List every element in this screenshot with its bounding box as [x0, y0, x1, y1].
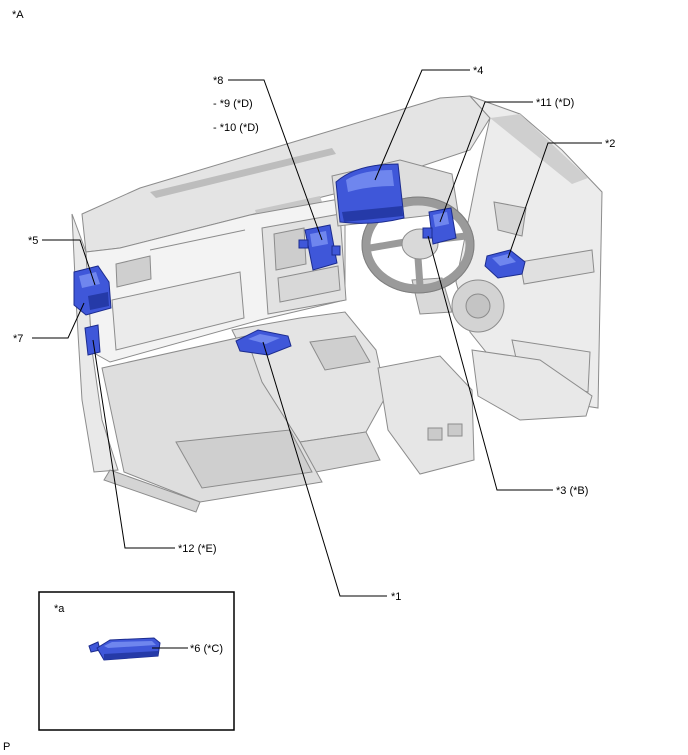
climate-panel: [277, 265, 341, 303]
door-armrest: [519, 249, 595, 285]
callout-10: - *10 (*D): [213, 122, 259, 134]
component-6: [88, 637, 161, 661]
callout-5: *5: [28, 235, 38, 247]
shifter-area: [309, 335, 371, 371]
door-speaker-center: [465, 293, 491, 319]
callout-3: *3 (*B): [556, 485, 588, 497]
callout-9: - *9 (*D): [213, 98, 253, 110]
floor-sill: [103, 469, 201, 513]
component-2: [484, 249, 526, 279]
leader-line-2: [507, 142, 602, 259]
leader-line-5: [42, 239, 96, 286]
defroster-strip: [150, 148, 336, 198]
callout-4: *4: [473, 65, 483, 77]
callout-8: *8: [213, 75, 223, 87]
console-port-right: [447, 423, 463, 437]
figure-id-label: *A: [12, 9, 24, 21]
leader-line-4: [374, 69, 470, 181]
callout-6: *6 (*C): [190, 643, 223, 655]
callout-7: *7: [13, 333, 23, 345]
leader-lines: [32, 69, 602, 597]
inset-frame: [38, 591, 235, 731]
glove-box: [111, 271, 245, 351]
component-3: [422, 227, 433, 239]
door-window-edge: [490, 114, 588, 184]
steering-wheel: [361, 196, 475, 294]
door-handle: [493, 201, 527, 237]
console-port-left: [427, 427, 443, 441]
inset-label: *a: [54, 603, 65, 615]
leader-line-8: [228, 79, 323, 241]
floor-mat: [175, 429, 313, 489]
footer-code: P: [3, 741, 10, 753]
component-11: [428, 207, 457, 245]
component-12: [84, 324, 101, 356]
steering-wheel-outline: [361, 196, 475, 294]
vehicle-interior-illustration: [71, 95, 603, 513]
center-display: [273, 227, 307, 271]
callout-12: *12 (*E): [178, 543, 217, 555]
leader-line-12: [92, 339, 175, 549]
callout-labels: *A *8 - *9 (*D) - *10 (*D) *4 *11 (*D) *…: [12, 9, 615, 603]
left-air-vent: [115, 255, 152, 288]
leader-line-7: [32, 302, 85, 339]
callout-2: *2: [605, 138, 615, 150]
leader-line-1: [262, 341, 387, 597]
leader-line-3: [427, 235, 553, 491]
callout-11: *11 (*D): [536, 97, 574, 109]
component-8: [298, 224, 341, 271]
component-4-combination-meter: [335, 163, 405, 224]
components: [73, 163, 526, 356]
inset-box: *a *6 (*C): [38, 591, 235, 731]
leader-line-11: [439, 101, 533, 223]
dash-trim-line: [149, 229, 246, 251]
driver-seat: [471, 349, 593, 421]
callout-1: *1: [391, 591, 401, 603]
rear-console-box: [377, 355, 475, 475]
